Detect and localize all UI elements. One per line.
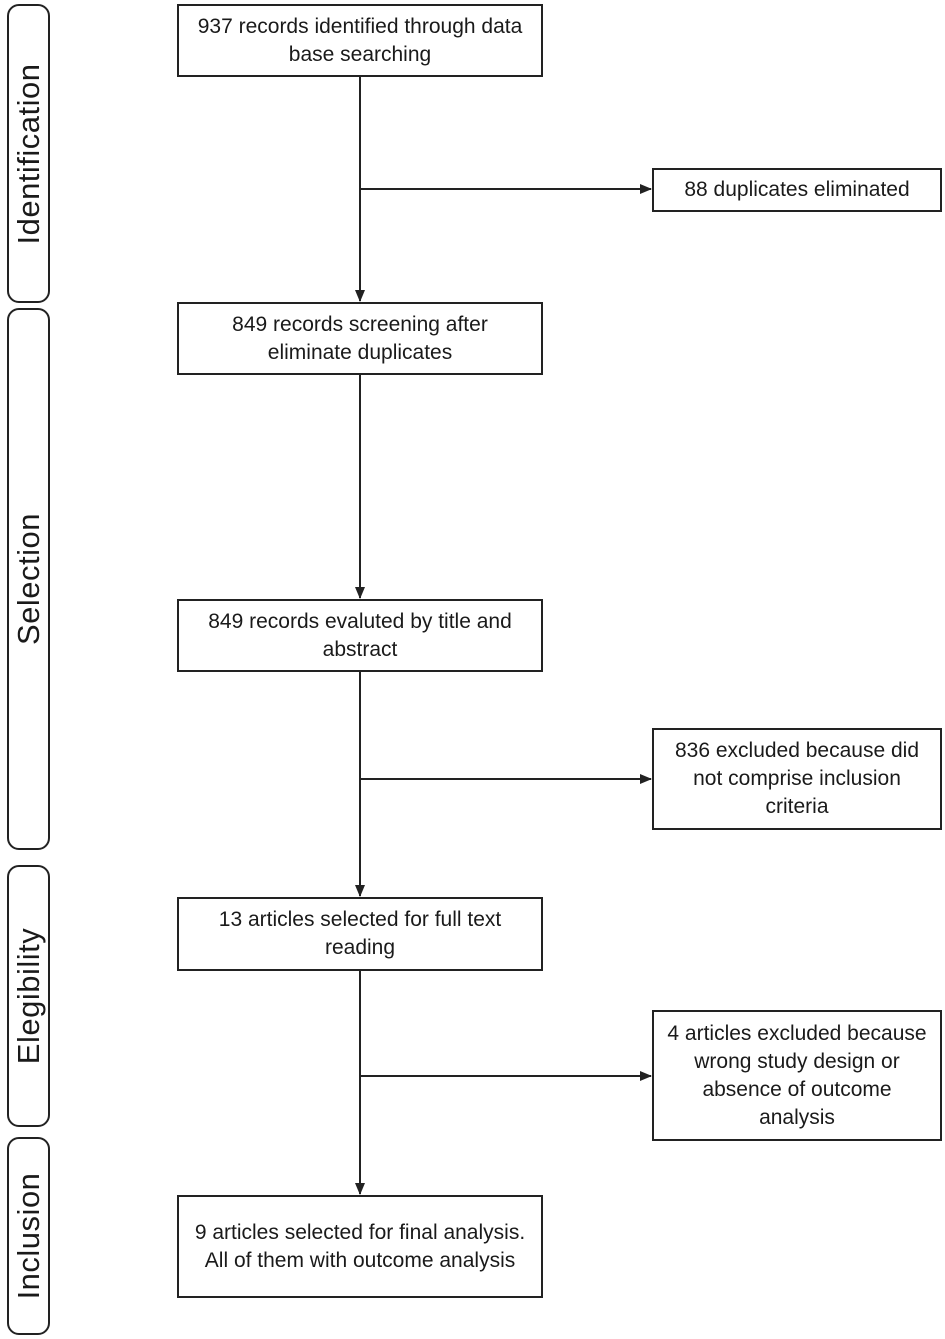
full-text-reading-box: 13 articles selected for full text readi… — [177, 897, 543, 971]
phase-identification-panel: Identification — [7, 4, 50, 303]
phase-inclusion-panel: Inclusion — [7, 1137, 50, 1335]
records-evaluated-box: 849 records evaluted by title and abstra… — [177, 599, 543, 672]
duplicates-eliminated-box: 88 duplicates eliminated — [652, 168, 942, 212]
records-evaluated-text: 849 records evaluted by title and abstra… — [208, 609, 512, 661]
excluded-criteria-box: 836 excluded because did not comprise in… — [652, 728, 942, 830]
excluded-design-text: 4 articles excluded because wrong study … — [667, 1021, 927, 1129]
full-text-reading-text: 13 articles selected for full text readi… — [218, 908, 502, 959]
phase-eligibility-panel: Elegibility — [7, 865, 50, 1127]
final-analysis-box: 9 articles selected for final analysis. … — [177, 1195, 543, 1298]
duplicates-eliminated-text: 88 duplicates eliminated — [684, 178, 910, 201]
records-screening-text: 849 records screening after eliminate du… — [232, 312, 488, 364]
phase-selection-panel: Selection — [7, 308, 50, 850]
records-identified-box: 937 records identified through data base… — [177, 4, 543, 77]
records-screening-box: 849 records screening after eliminate du… — [177, 302, 543, 375]
excluded-criteria-text: 836 excluded because did not comprise in… — [674, 739, 920, 818]
records-identified-text: 937 records identified through data base… — [197, 14, 523, 66]
final-analysis-text: 9 articles selected for final analysis. … — [194, 1220, 526, 1272]
excluded-design-box: 4 articles excluded because wrong study … — [652, 1010, 942, 1141]
